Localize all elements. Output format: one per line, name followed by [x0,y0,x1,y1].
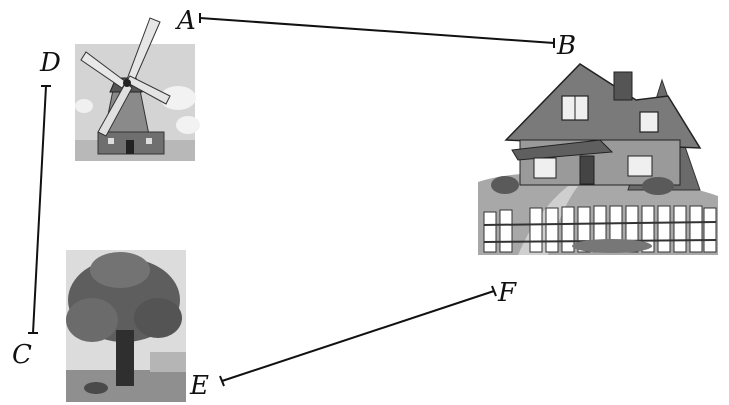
tree-picture [66,250,186,402]
point-label-b: B [556,31,576,61]
segment-ab [199,13,555,48]
point-label-e: E [189,371,209,401]
windmill-picture [75,17,200,161]
point-label-d: D [39,48,61,78]
segment-ef [219,285,497,387]
segment-dc [28,85,51,334]
point-label-a: A [175,6,196,36]
point-label-f: F [497,278,517,308]
house-with-fence-picture [478,63,718,255]
point-label-c: C [12,340,32,370]
